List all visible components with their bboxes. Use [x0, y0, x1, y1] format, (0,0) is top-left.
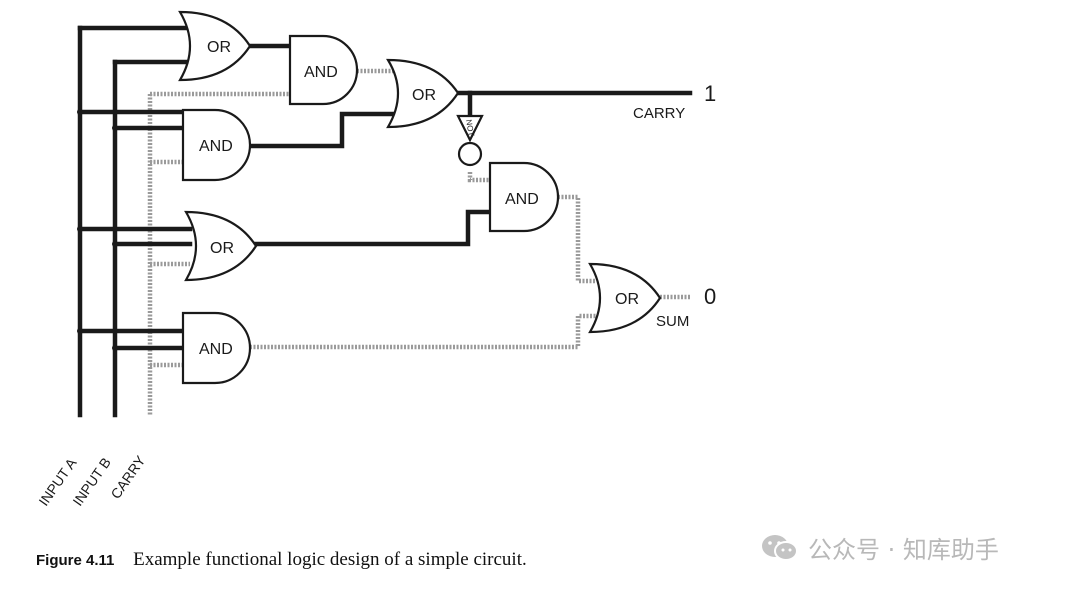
junction-dot	[77, 226, 83, 232]
or-gate-2-label: OR	[412, 87, 436, 104]
watermark-text: 公众号 · 知库助手	[808, 536, 999, 564]
wire-or3-and3	[247, 209, 493, 247]
or-gate-2: OR	[386, 58, 460, 129]
or-gate-1-label: OR	[207, 39, 231, 56]
watermark: 公众号 · 知库助手	[760, 530, 999, 565]
wechat-icon	[762, 534, 798, 561]
or-gate-3-label: OR	[210, 240, 234, 257]
or-gate-1: OR	[178, 10, 252, 82]
wire-not-and3	[467, 172, 490, 183]
and-gate-3: AND	[488, 161, 560, 233]
carry-output-value: 1	[704, 81, 716, 106]
sum-output-label: SUM	[656, 313, 689, 330]
and-gate-4: AND	[181, 311, 252, 385]
wire-and3-or4	[558, 194, 596, 284]
junction-dot	[77, 328, 83, 334]
carry-input-label: CARRY	[107, 452, 148, 502]
wire-and4-or4	[250, 313, 596, 350]
or-gate-3: OR	[184, 210, 258, 282]
and-gate-2: AND	[181, 108, 252, 182]
not-gate: NOT	[456, 114, 484, 167]
figure-caption: Figure 4.11 Example functional logic des…	[36, 549, 527, 571]
sum-output-value: 0	[704, 284, 716, 309]
and-gate-1: AND	[288, 34, 359, 106]
figure-number: Figure 4.11	[36, 552, 115, 569]
junction-dot	[112, 345, 118, 351]
and-gate-2-label: AND	[199, 138, 233, 155]
wire-and2-or2	[245, 111, 405, 149]
and-gate-1-label: AND	[304, 64, 338, 81]
and-gate-3-label: AND	[505, 191, 539, 208]
junction-dot	[77, 109, 83, 115]
not-gate-label: NOT	[464, 119, 476, 137]
junction-dot	[112, 241, 118, 247]
and-gate-4-label: AND	[199, 341, 233, 358]
or-gate-4-label: OR	[615, 291, 639, 308]
or-gate-4: OR	[588, 262, 662, 334]
carry-output-label: CARRY	[633, 105, 685, 122]
input-bus	[77, 25, 153, 418]
figure-caption-text: Example functional logic design of a sim…	[133, 549, 527, 570]
junction-dot	[112, 125, 118, 131]
not-bubble	[457, 141, 483, 167]
junction-dots	[77, 109, 118, 351]
